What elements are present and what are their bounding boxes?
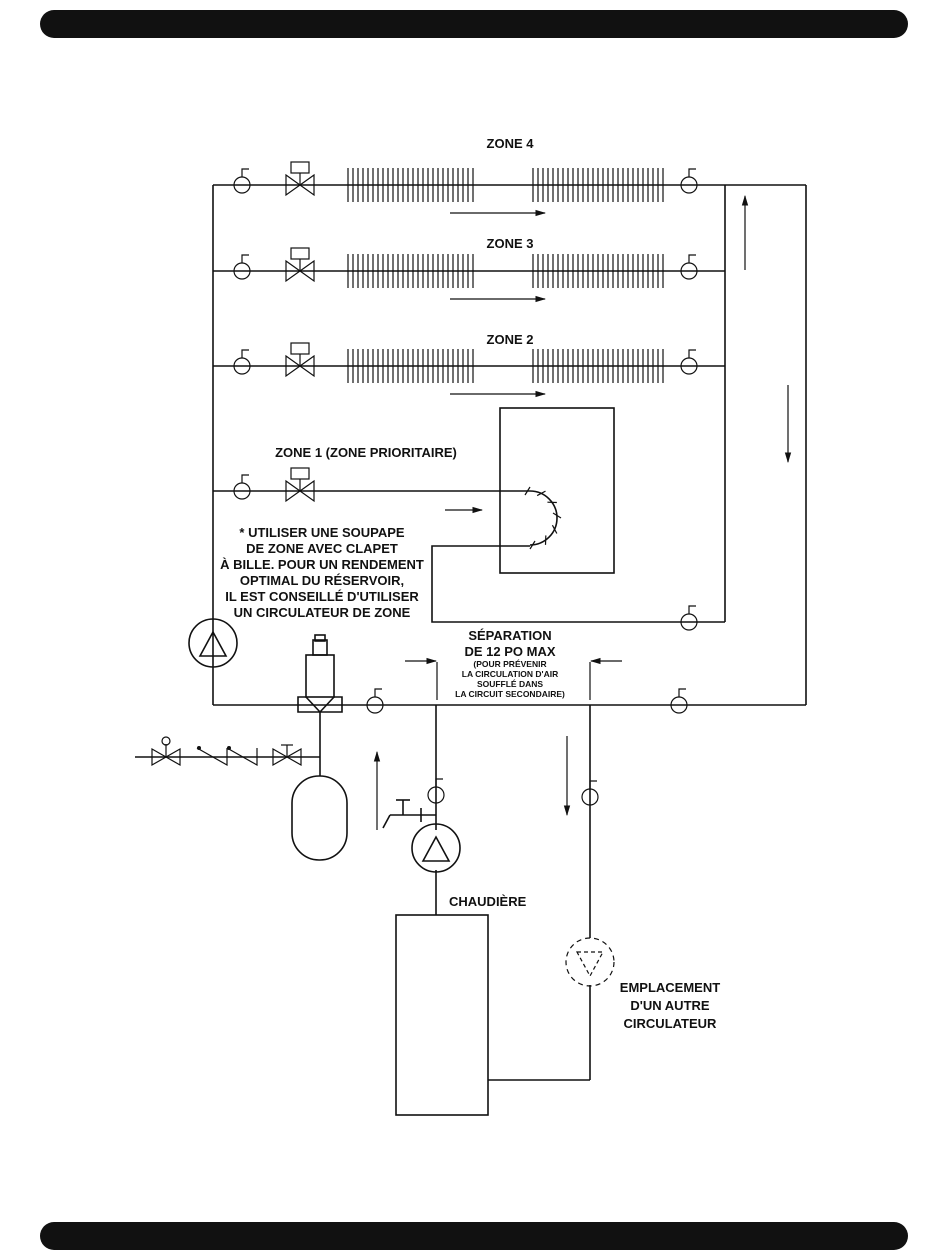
- expansion-tank: [291, 775, 348, 861]
- air-vent: [312, 639, 328, 656]
- alternate-circulator-triangle: [575, 951, 605, 978]
- zone4-zone-valve-right: [298, 173, 315, 197]
- system-circulator-triangle: [198, 630, 228, 657]
- backflow-dot-1: [197, 746, 201, 750]
- air-separator-base: [297, 696, 343, 714]
- separation-title-1: SÉPARATION: [468, 628, 551, 643]
- zone3-label: ZONE 3: [487, 236, 534, 251]
- boiler-supply-check-flag: [435, 778, 443, 787]
- fill-valve-right: [164, 747, 181, 767]
- coil-tick: [524, 486, 531, 496]
- separation-title-2: DE 12 PO MAX: [464, 644, 555, 659]
- separation-sub-2: LA CIRCULATION D'AIR: [462, 669, 558, 679]
- zone3-supply-check-flag: [241, 254, 249, 263]
- zone3-zone-valve-right: [298, 259, 315, 283]
- note-line-2: DE ZONE AVEC CLAPET: [246, 541, 398, 556]
- coil-tick: [552, 512, 562, 519]
- air-vent-cap: [314, 634, 326, 642]
- coil-tick: [536, 490, 546, 497]
- note-line-1: * UTILISER UNE SOUPAPE: [239, 525, 405, 540]
- zone4-zone-valve-left: [285, 173, 302, 197]
- alt-pump-line-2: D'UN AUTRE: [630, 998, 709, 1013]
- zone1-zone-valve-actuator: [290, 467, 310, 480]
- zone3-zone-valve-left: [285, 259, 302, 283]
- note-line-6: UN CIRCULATEUR DE ZONE: [234, 605, 411, 620]
- zone4-supply-check-flag: [241, 168, 249, 177]
- zone1-label: ZONE 1 (ZONE PRIORITAIRE): [275, 445, 457, 460]
- alt-pump-line-1: EMPLACEMENT: [620, 980, 720, 995]
- shutoff-valve-left: [272, 747, 289, 767]
- header-bar: [40, 10, 908, 38]
- zone2-zone-valve-actuator: [290, 342, 310, 355]
- zone3-return-check-flag: [688, 254, 696, 263]
- zone4-zone-valve-actuator: [290, 161, 310, 174]
- zone2-return-check-flag: [688, 349, 696, 358]
- boiler-label: CHAUDIÈRE: [449, 894, 527, 909]
- zone4-return-check-flag: [688, 168, 696, 177]
- zone2-zone-valve-left: [285, 354, 302, 378]
- boiler-return-check-flag: [589, 780, 597, 789]
- zone1-return-check-flag: [688, 605, 696, 614]
- coil-tick: [551, 524, 558, 534]
- note-line-5: IL EST CONSEILLÉ D'UTILISER: [225, 589, 419, 604]
- zone2-zone-valve-right: [298, 354, 315, 378]
- note-line-4: OPTIMAL DU RÉSERVOIR,: [240, 573, 404, 588]
- system-circulator: [188, 618, 238, 668]
- separation-sub-4: LA CIRCUIT SECONDAIRE): [455, 689, 565, 699]
- zone2-supply-check-flag: [241, 349, 249, 358]
- air-separator-body: [305, 654, 335, 698]
- zone1-return-pipe: [431, 545, 725, 623]
- backflow-dot-2: [227, 746, 231, 750]
- separation-sub-3: SOUFFLÉ DANS: [477, 679, 543, 689]
- boiler-circulator-triangle: [421, 835, 451, 862]
- fill-valve-handle: [161, 736, 171, 746]
- backflow-preventer-1: [196, 747, 228, 767]
- primary-check-left-flag: [374, 688, 382, 697]
- zone3-zone-valve-actuator: [290, 247, 310, 260]
- alt-pump-line-3: CIRCULATEUR: [624, 1016, 718, 1031]
- coil-tick: [529, 540, 536, 550]
- primary-check-right-flag: [678, 688, 686, 697]
- zone4-label: ZONE 4: [487, 136, 535, 151]
- backflow-preventer-2: [226, 747, 258, 767]
- footer-bar: [40, 1222, 908, 1250]
- tank-coil: [529, 490, 558, 546]
- note-line-3: À BILLE. POUR UN RENDEMENT: [220, 557, 424, 572]
- zone1-supply-check-flag: [241, 474, 249, 483]
- alternate-circulator: [565, 937, 615, 987]
- fill-valve-left: [151, 747, 168, 767]
- shutoff-valve-right: [285, 747, 302, 767]
- boiler: [395, 914, 489, 1116]
- boiler-circulator: [411, 823, 461, 873]
- separation-sub-1: (POUR PRÉVENIR: [473, 659, 546, 669]
- zone2-label: ZONE 2: [487, 332, 534, 347]
- drain-spout: [382, 814, 391, 829]
